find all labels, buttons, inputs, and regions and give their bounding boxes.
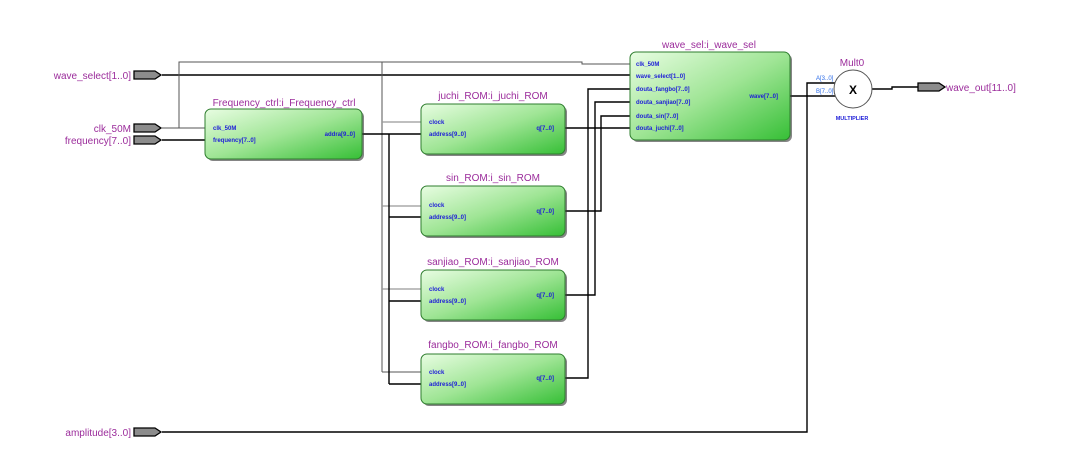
port-address: address[9..0] <box>429 382 466 388</box>
instance-title: juchi_ROM:i_juchi_ROM <box>437 91 547 102</box>
input-pin-icon <box>133 123 163 133</box>
port-b: B[7..0] <box>816 89 834 95</box>
port-q: q[7..0] <box>536 126 554 132</box>
instance-juchi-rom[interactable]: juchi_ROM:i_juchi_ROM clock address[9..0… <box>420 91 567 156</box>
port-clock: clock <box>429 203 445 209</box>
pin-label: clk_50M <box>94 124 131 135</box>
port-clock: clock <box>429 287 445 293</box>
input-pin-icon <box>133 427 163 437</box>
input-pin-amplitude[interactable]: amplitude[3..0] <box>65 427 163 439</box>
port-clk-50m: clk_50M <box>213 126 236 132</box>
port-a: A[3..0] <box>816 76 834 82</box>
wire-amplitude-to-mult-a <box>162 82 835 433</box>
port-clock: clock <box>429 370 445 376</box>
instance-title: sin_ROM:i_sin_ROM <box>446 173 540 184</box>
pin-label: amplitude[3..0] <box>65 428 131 439</box>
output-pin-wave-out[interactable]: wave_out[11..0] <box>917 82 1016 94</box>
port-q: q[7..0] <box>536 209 554 215</box>
output-pin-icon <box>917 82 947 92</box>
multiplier-caption: MULTIPLIER <box>836 116 869 122</box>
input-pin-clk-50m[interactable]: clk_50M <box>94 123 163 135</box>
wire-sin-q <box>565 115 630 212</box>
instance-title: wave_sel:i_wave_sel <box>661 40 756 51</box>
port-q: q[7..0] <box>536 293 554 299</box>
pin-label: wave_select[1..0] <box>53 71 131 82</box>
pin-label: frequency[7..0] <box>65 136 131 147</box>
port-addra: addra[9..0] <box>325 132 355 138</box>
port-address: address[9..0] <box>429 215 466 221</box>
port-douta-sanjiao: douta_sanjiao[7..0] <box>636 100 690 106</box>
instance-body <box>629 51 791 141</box>
multiplier-body <box>833 69 873 109</box>
instance-body <box>420 353 566 405</box>
multiply-icon: X <box>849 83 857 97</box>
port-q: q[7..0] <box>536 376 554 382</box>
input-pin-icon <box>133 135 163 145</box>
instance-frequency-ctrl[interactable]: Frequency_ctrl:i_Frequency_ctrl clk_50M … <box>204 98 364 161</box>
instance-body <box>420 269 566 321</box>
wire-fangbo-q <box>565 88 630 379</box>
wire-mult-out <box>872 86 918 90</box>
port-clock: clock <box>429 120 445 126</box>
instance-wave-sel[interactable]: wave_sel:i_wave_sel clk_50M wave_select[… <box>629 40 792 142</box>
input-pin-icon <box>133 70 163 80</box>
instance-title: sanjiao_ROM:i_sanjiao_ROM <box>427 257 559 268</box>
port-douta-juchi: douta_juchi[7..0] <box>636 126 684 132</box>
instance-body <box>420 185 566 237</box>
multiplier-title: Mult0 <box>840 58 865 69</box>
instance-body <box>204 108 363 160</box>
instance-multiplier[interactable]: Mult0 A[3..0] B[7..0] X MULTIPLIER <box>816 58 873 122</box>
wire-clk-to-wavesel <box>178 61 630 128</box>
port-douta-fangbo: douta_fangbo[7..0] <box>636 87 690 93</box>
instance-fangbo-rom[interactable]: fangbo_ROM:i_fangbo_ROM clock address[9.… <box>420 340 567 406</box>
pin-label: wave_out[11..0] <box>945 83 1016 94</box>
wire-sanjiao-q <box>565 101 630 296</box>
port-address: address[9..0] <box>429 299 466 305</box>
instance-body <box>420 103 566 155</box>
port-frequency: frequency[7..0] <box>213 138 256 144</box>
port-wave: wave[7..0] <box>748 94 778 100</box>
instance-sin-rom[interactable]: sin_ROM:i_sin_ROM clock address[9..0] q[… <box>420 173 567 238</box>
instance-sanjiao-rom[interactable]: sanjiao_ROM:i_sanjiao_ROM clock address[… <box>420 257 567 322</box>
wires <box>162 61 918 433</box>
input-pin-wave-select[interactable]: wave_select[1..0] <box>53 70 163 82</box>
input-pin-frequency[interactable]: frequency[7..0] <box>65 135 163 147</box>
port-wave-select: wave_select[1..0] <box>635 74 685 80</box>
port-douta-sin: douta_sin[7..0] <box>636 114 678 120</box>
port-clk-50m: clk_50M <box>636 62 659 68</box>
instance-title: fangbo_ROM:i_fangbo_ROM <box>428 340 558 351</box>
port-address: address[9..0] <box>429 132 466 138</box>
instance-title: Frequency_ctrl:i_Frequency_ctrl <box>213 98 356 109</box>
